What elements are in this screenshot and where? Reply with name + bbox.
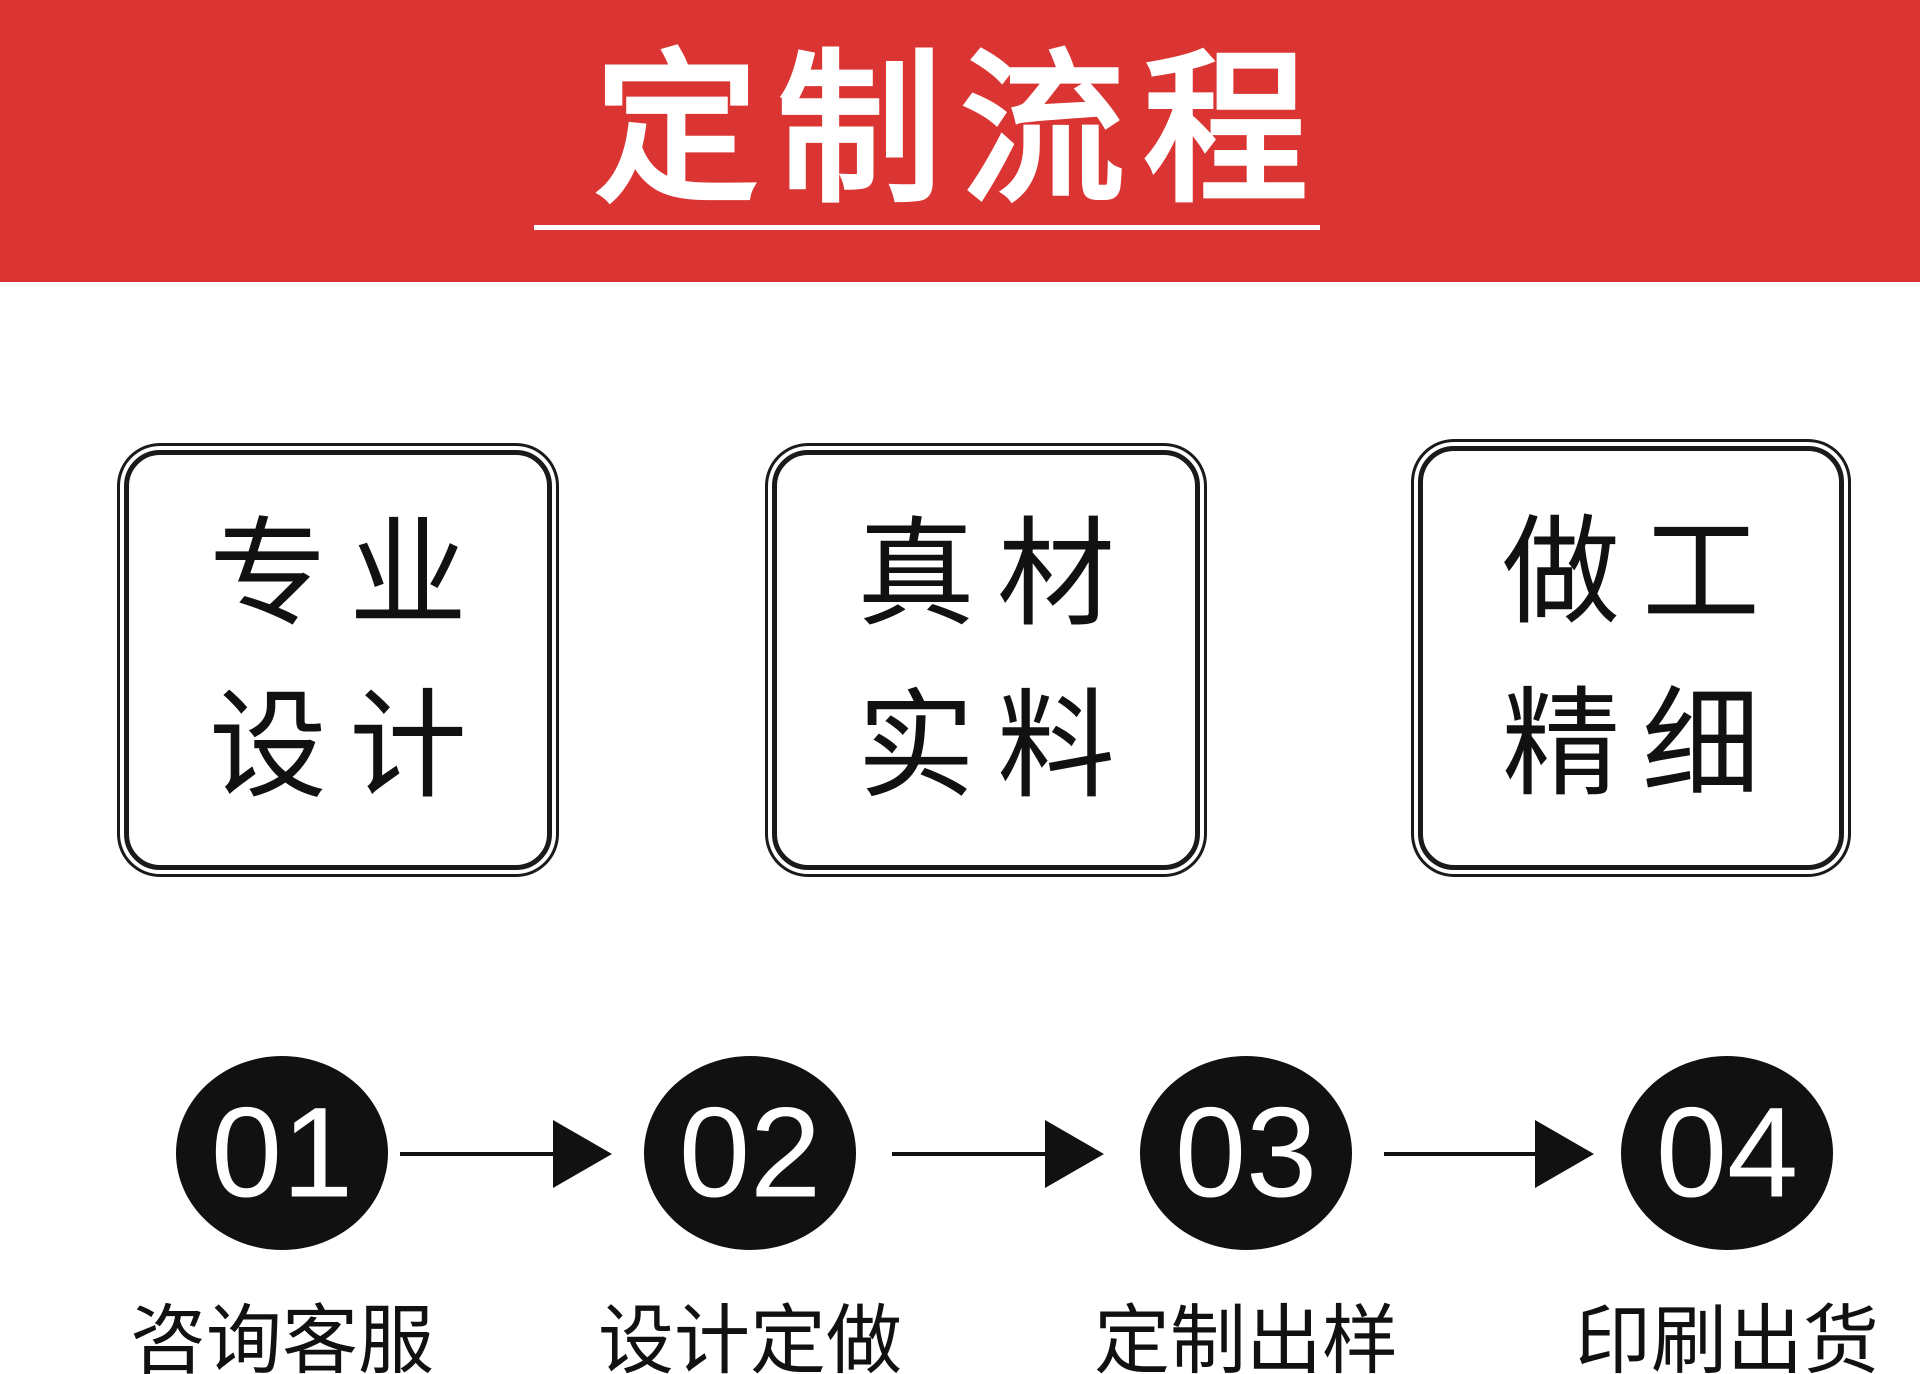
feature-line-1: 真材: [856, 505, 1137, 643]
feature-line-1: 专业: [208, 505, 489, 643]
feature-line-2: 精细: [1501, 675, 1782, 813]
feature-box-craft: 做工 精细: [1418, 446, 1844, 870]
arrow-1-2: [400, 1120, 612, 1188]
step-label-04: 印刷出货: [1575, 1296, 1879, 1374]
title-underline: [534, 225, 1320, 230]
header-banner: 定制流程: [0, 0, 1920, 282]
step-label-02: 设计定做: [598, 1296, 902, 1374]
step-number: 01: [211, 1082, 353, 1225]
step-circle: [1140, 1056, 1352, 1250]
step-number: 03: [1175, 1082, 1317, 1225]
step-03: 03: [1140, 1056, 1352, 1250]
step-01: 01: [176, 1056, 388, 1250]
process-flow: 01 02 03 04: [176, 1056, 1833, 1250]
feature-line-2: 实料: [856, 677, 1137, 815]
step-04: 04: [1621, 1056, 1833, 1250]
step-label-01: 咨询客服: [130, 1296, 434, 1374]
arrow-3-4: [1384, 1120, 1594, 1188]
feature-box-material: 真材 实料: [772, 450, 1200, 870]
step-circle: [644, 1056, 856, 1250]
arrow-head-icon: [1535, 1120, 1594, 1188]
arrow-head-icon: [1045, 1120, 1104, 1188]
step-number: 02: [679, 1082, 821, 1225]
feature-box-design: 专业 设计: [124, 450, 552, 870]
step-circle: [1621, 1056, 1833, 1250]
arrow-2-3: [892, 1120, 1104, 1188]
feature-line-2: 设计: [208, 677, 489, 815]
step-number: 04: [1656, 1082, 1798, 1225]
step-02: 02: [644, 1056, 856, 1250]
step-label-03: 定制出样: [1094, 1296, 1398, 1374]
arrow-head-icon: [553, 1120, 612, 1188]
feature-line-1: 做工: [1501, 503, 1782, 641]
page-title: 定制流程: [594, 34, 1326, 226]
step-circle: [176, 1056, 388, 1250]
